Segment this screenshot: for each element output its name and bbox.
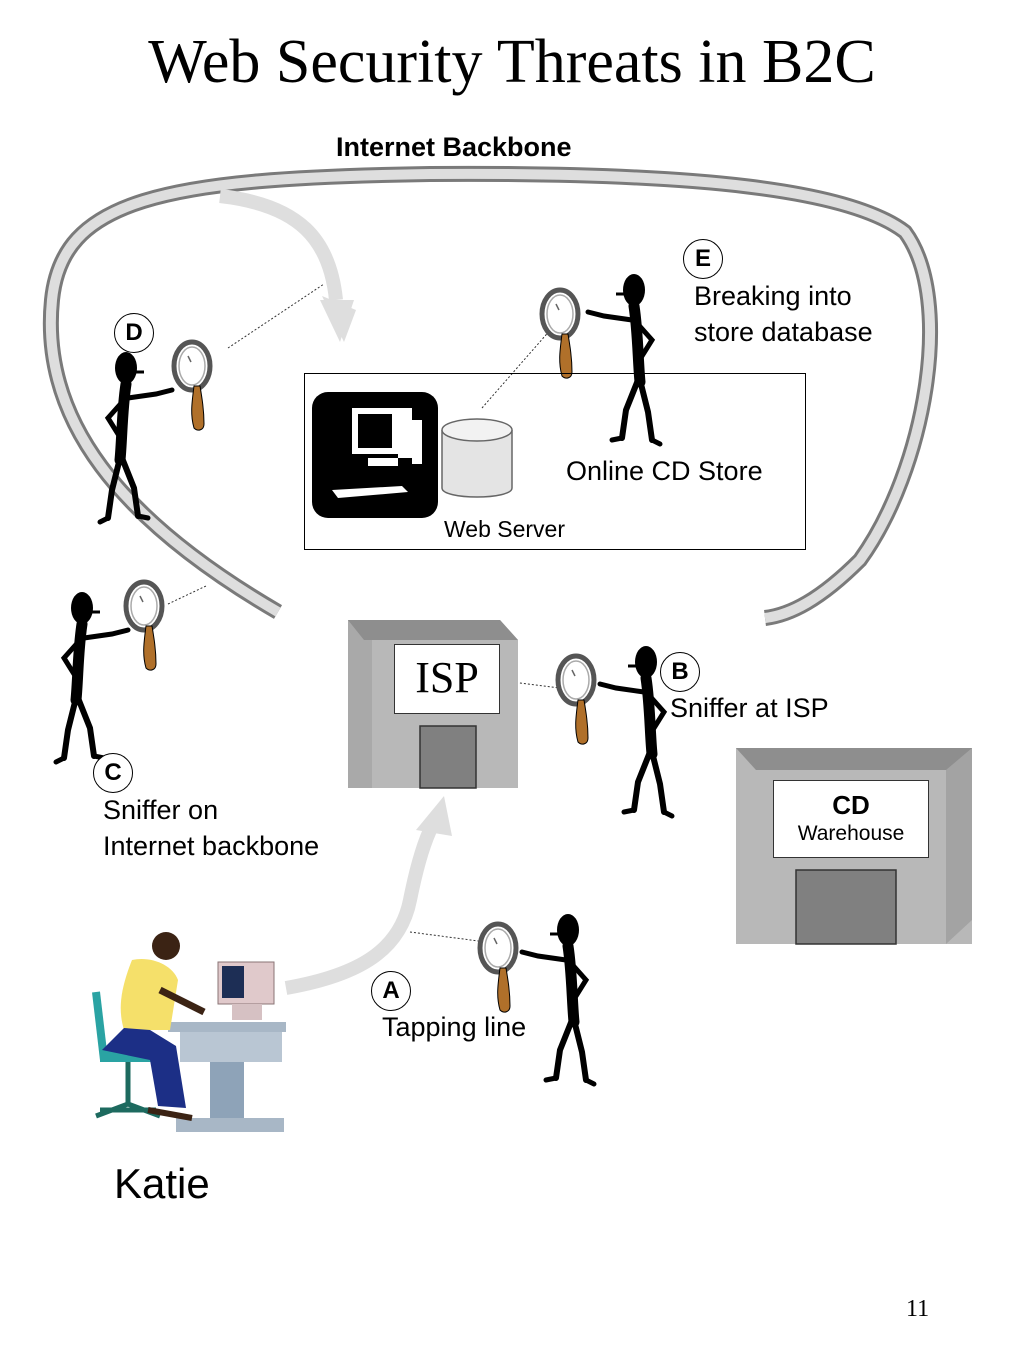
internet-backbone-label: Internet Backbone <box>336 132 572 162</box>
magnifier-a-icon <box>480 924 516 1012</box>
sniffer-c-figure <box>56 592 128 762</box>
user-at-computer-icon <box>92 932 286 1132</box>
threat-b-line1: Sniffer at ISP <box>670 693 829 723</box>
online-store-box <box>304 373 806 550</box>
threat-c-marker: C <box>93 753 133 793</box>
computer-icon <box>312 392 438 518</box>
sniffer-d-figure <box>100 352 172 522</box>
threat-a-line1: Tapping line <box>382 1012 527 1042</box>
online-store-label: Online CD Store <box>566 456 763 486</box>
threat-c-line1: Sniffer on <box>103 795 219 825</box>
threat-e-line1: Breaking into <box>694 281 852 311</box>
warehouse-sign: CD Warehouse <box>773 780 929 858</box>
warehouse-title: CD <box>832 790 870 820</box>
magnifier-c-icon <box>126 582 162 670</box>
threat-b-marker: B <box>660 652 700 692</box>
page-number: 11 <box>906 1296 930 1322</box>
threat-d-marker: D <box>114 313 154 353</box>
magnifier-e-icon <box>542 290 578 378</box>
isp-label: ISP <box>394 644 500 714</box>
sniffer-a-figure <box>522 914 594 1084</box>
database-icon <box>441 418 513 498</box>
threat-c-line2: Internet backbone <box>103 831 320 861</box>
threat-e-marker: E <box>683 239 723 279</box>
magnifier-d-icon <box>174 342 210 430</box>
warehouse-subtitle: Warehouse <box>797 822 905 845</box>
magnifier-b-icon <box>558 656 594 744</box>
threat-a-marker: A <box>371 971 411 1011</box>
user-name-label: Katie <box>114 1160 210 1207</box>
threat-e-line2: store database <box>694 317 873 347</box>
page-title: Web Security Threats in B2C <box>148 28 876 96</box>
web-server-label: Web Server <box>444 516 566 542</box>
